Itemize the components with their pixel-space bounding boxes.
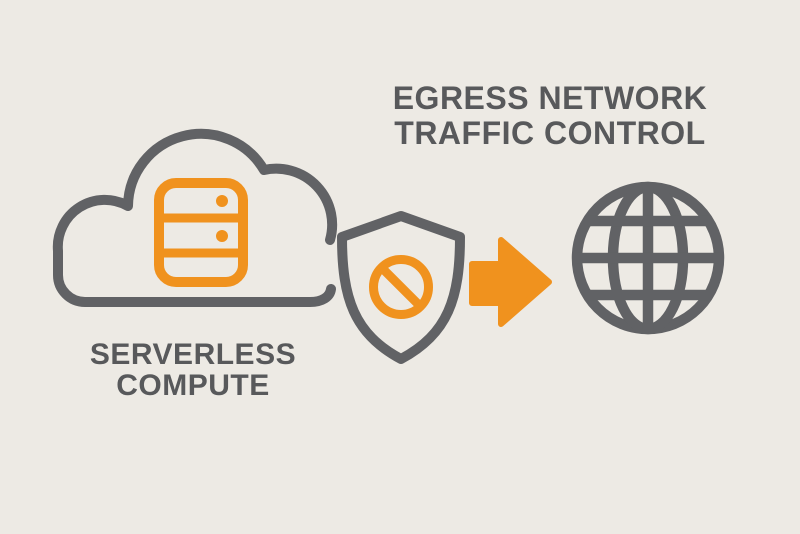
globe-icon [571, 181, 725, 335]
cloud-icon [52, 128, 338, 307]
cloud-label: SERVERLESS COMPUTE [73, 339, 313, 401]
arrow-right-icon [469, 237, 552, 327]
diagram-title: EGRESS NETWORK TRAFFIC CONTROL [390, 81, 710, 151]
cloud-label-line1: SERVERLESS [89, 338, 297, 371]
diagram-title-line2: TRAFFIC CONTROL [394, 115, 706, 151]
server-icon [154, 178, 248, 287]
cloud-label-line2: COMPUTE [116, 369, 270, 402]
shield-icon [337, 211, 465, 364]
no-entry-icon [369, 255, 433, 319]
diagram-title-line1: EGRESS NETWORK [392, 80, 708, 116]
